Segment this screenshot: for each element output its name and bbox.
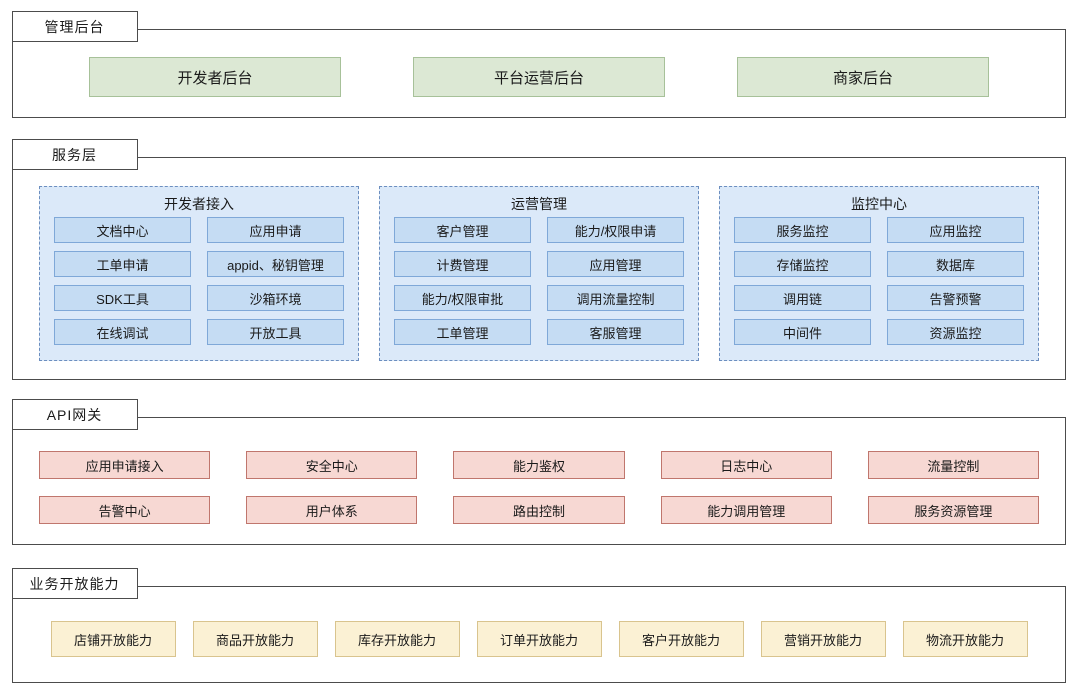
management-backend-row: 开发者后台 平台运营后台 商家后台	[13, 30, 1065, 97]
node-security-center: 安全中心	[246, 451, 418, 479]
section-label-business-open-capabilities: 业务开放能力	[11, 568, 138, 599]
node-log-center: 日志中心	[660, 451, 832, 479]
service-layer-row: 开发者接入 文档中心 应用申请 工单申请 appid、秘钥管理 SDK工具 沙箱…	[13, 158, 1065, 361]
node-logistics-open-capability: 物流开放能力	[902, 621, 1028, 657]
node-call-traffic-control: 调用流量控制	[547, 285, 684, 311]
node-app-monitor: 应用监控	[887, 217, 1024, 243]
node-middleware: 中间件	[734, 319, 871, 345]
group-grid-monitoring-center: 服务监控 应用监控 存储监控 数据库 调用链 告警预警 中间件 资源监控	[734, 217, 1024, 345]
node-user-system: 用户体系	[246, 496, 418, 524]
node-traffic-control: 流量控制	[867, 451, 1039, 479]
group-title-monitoring-center: 监控中心	[851, 196, 907, 212]
section-management-backend: 管理后台 开发者后台 平台运营后台 商家后台	[11, 11, 1066, 118]
node-customer-service-mgmt: 客服管理	[547, 319, 684, 345]
node-service-monitor: 服务监控	[734, 217, 871, 243]
node-billing-mgmt: 计费管理	[394, 251, 531, 277]
node-marketing-open-capability: 营销开放能力	[760, 621, 886, 657]
node-alert-center: 告警中心	[39, 496, 211, 524]
api-gateway-grid: 应用申请接入 安全中心 能力鉴权 日志中心 流量控制 告警中心 用户体系 路由控…	[13, 418, 1065, 524]
group-developer-access: 开发者接入 文档中心 应用申请 工单申请 appid、秘钥管理 SDK工具 沙箱…	[39, 186, 359, 361]
section-business-open-capabilities: 业务开放能力 店铺开放能力 商品开放能力 库存开放能力 订单开放能力 客户开放能…	[11, 568, 1066, 683]
node-customer-mgmt: 客户管理	[394, 217, 531, 243]
node-app-mgmt: 应用管理	[547, 251, 684, 277]
node-product-open-capability: 商品开放能力	[192, 621, 318, 657]
node-app-apply: 应用申请	[207, 217, 344, 243]
section-label-service-layer: 服务层	[11, 139, 138, 170]
node-sdk-tools: SDK工具	[54, 285, 191, 311]
section-service-layer: 服务层 开发者接入 文档中心 应用申请 工单申请 appid、秘钥管理 SDK工…	[11, 139, 1066, 380]
node-capability-permission-apply: 能力/权限申请	[547, 217, 684, 243]
node-open-tools: 开放工具	[207, 319, 344, 345]
node-resource-monitor: 资源监控	[887, 319, 1024, 345]
section-label-api-gateway: API网关	[11, 399, 138, 430]
node-storage-monitor: 存储监控	[734, 251, 871, 277]
node-database: 数据库	[887, 251, 1024, 277]
node-capability-auth: 能力鉴权	[453, 451, 625, 479]
node-shop-open-capability: 店铺开放能力	[50, 621, 176, 657]
node-inventory-open-capability: 库存开放能力	[334, 621, 460, 657]
group-monitoring-center: 监控中心 服务监控 应用监控 存储监控 数据库 调用链 告警预警 中间件 资源监…	[719, 186, 1039, 361]
node-appid-secret-mgmt: appid、秘钥管理	[207, 251, 344, 277]
node-online-debug: 在线调试	[54, 319, 191, 345]
node-app-apply-access: 应用申请接入	[39, 451, 211, 479]
section-label-management-backend: 管理后台	[11, 11, 138, 42]
node-call-chain: 调用链	[734, 285, 871, 311]
group-operations-mgmt: 运营管理 客户管理 能力/权限申请 计费管理 应用管理 能力/权限审批 调用流量…	[379, 186, 699, 361]
node-order-open-capability: 订单开放能力	[476, 621, 602, 657]
node-developer-backend: 开发者后台	[89, 57, 341, 97]
node-sandbox-env: 沙箱环境	[207, 285, 344, 311]
node-ticket-apply: 工单申请	[54, 251, 191, 277]
node-customer-open-capability: 客户开放能力	[618, 621, 744, 657]
node-doc-center: 文档中心	[54, 217, 191, 243]
node-ticket-mgmt: 工单管理	[394, 319, 531, 345]
node-service-resource-mgmt: 服务资源管理	[867, 496, 1039, 524]
section-api-gateway: API网关 应用申请接入 安全中心 能力鉴权 日志中心 流量控制 告警中心 用户…	[11, 399, 1066, 545]
node-merchant-backend: 商家后台	[737, 57, 989, 97]
group-grid-operations-mgmt: 客户管理 能力/权限申请 计费管理 应用管理 能力/权限审批 调用流量控制 工单…	[394, 217, 684, 345]
business-capabilities-row: 店铺开放能力 商品开放能力 库存开放能力 订单开放能力 客户开放能力 营销开放能…	[13, 587, 1065, 657]
node-alert-warning: 告警预警	[887, 285, 1024, 311]
node-capability-permission-approval: 能力/权限审批	[394, 285, 531, 311]
node-platform-ops-backend: 平台运营后台	[413, 57, 665, 97]
group-grid-developer-access: 文档中心 应用申请 工单申请 appid、秘钥管理 SDK工具 沙箱环境 在线调…	[54, 217, 344, 345]
node-route-control: 路由控制	[453, 496, 625, 524]
group-title-operations-mgmt: 运营管理	[511, 196, 567, 212]
group-title-developer-access: 开发者接入	[164, 196, 234, 212]
node-capability-call-mgmt: 能力调用管理	[660, 496, 832, 524]
